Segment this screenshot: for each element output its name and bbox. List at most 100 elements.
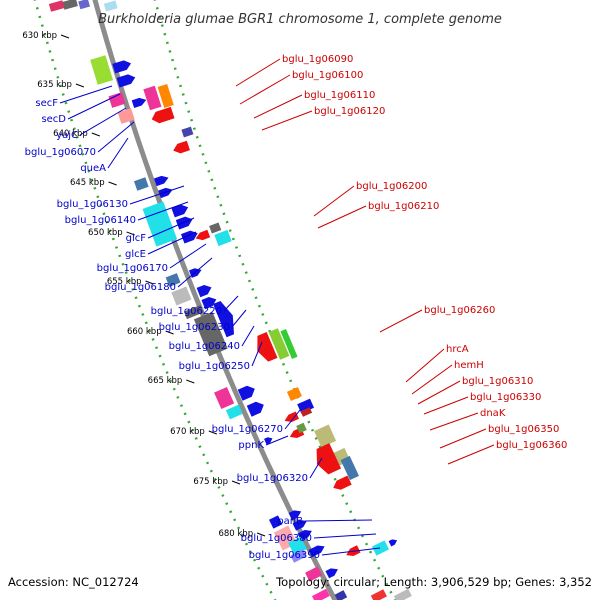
gene-feature <box>48 0 65 12</box>
kbp-tick-label: 655 kbp <box>107 277 142 287</box>
gene-arrow <box>116 74 136 88</box>
gene-label-left: bglu_1g06230 <box>159 322 230 333</box>
gene-label-left: bglu_1g06170 <box>97 263 168 274</box>
kbp-tick-label: 640 kbp <box>53 129 88 139</box>
gene-feature <box>370 589 387 600</box>
gene-label-left: bglu_1g06390 <box>249 550 320 561</box>
genome-summary-text: Topology: circular; Length: 3,906,529 bp… <box>275 575 592 589</box>
gene-label-right: bglu_1g06110 <box>304 90 375 101</box>
gene-label-left: bglu_1g06270 <box>212 424 283 435</box>
kbp-tick <box>256 532 266 537</box>
gene-feature <box>165 273 181 287</box>
leader-line <box>231 309 247 328</box>
gene-arrow <box>153 175 169 187</box>
gene-arrow <box>213 300 235 338</box>
leader-line <box>265 435 289 446</box>
kbp-tick <box>208 430 217 435</box>
kbp-tick <box>126 231 135 236</box>
gene-label-left: bglu_1g06320 <box>237 473 308 484</box>
leader-line <box>97 121 135 153</box>
kbp-tick-label: 650 kbp <box>88 228 123 238</box>
leader-line <box>313 185 355 217</box>
leader-line <box>439 428 487 449</box>
gene-arrow <box>201 296 217 310</box>
gene-arrow <box>195 229 211 241</box>
kbp-tick <box>186 379 195 384</box>
gene-label-left: bglu_1g06220 <box>151 306 222 317</box>
gene-arrow <box>388 539 398 547</box>
gene-arrow <box>264 437 273 445</box>
leader-line <box>147 217 195 239</box>
gene-feature <box>280 329 298 359</box>
kbp-tick-label: 645 kbp <box>70 178 105 188</box>
kbp-tick <box>231 480 241 485</box>
kbp-tick-label: 675 kbp <box>193 477 228 487</box>
gene-arrow <box>333 475 352 490</box>
gene-feature <box>117 108 135 124</box>
gene-arrow <box>112 60 132 74</box>
gene-arrow <box>325 568 338 579</box>
gene-arrow <box>284 411 300 423</box>
leader-line <box>239 74 291 105</box>
kbp-tick-label: 635 kbp <box>37 80 72 90</box>
gene-label-right: dnaK <box>480 408 506 419</box>
gene-arrow <box>196 284 212 298</box>
leader-line <box>417 380 461 405</box>
leader-line <box>79 107 127 136</box>
gene-feature <box>300 407 313 417</box>
leader-line <box>107 137 129 169</box>
gene-arrow <box>292 519 307 531</box>
gene-feature <box>334 590 348 600</box>
leader-line <box>137 201 189 221</box>
gene-label-left: panB <box>277 516 303 527</box>
gene-label-right: bglu_1g06120 <box>314 106 385 117</box>
gene-arrow <box>346 545 361 557</box>
gene-feature <box>103 0 118 12</box>
gene-arrow <box>246 401 264 417</box>
gene-label-right: bglu_1g06360 <box>496 440 567 451</box>
gene-feature <box>181 126 194 138</box>
kbp-tick <box>108 181 117 186</box>
leader-line <box>304 519 373 522</box>
leader-line <box>309 457 323 479</box>
kbp-tick <box>91 132 100 137</box>
inner-dotted-track <box>33 0 277 600</box>
leader-line <box>223 295 239 312</box>
gene-arrow <box>180 230 198 244</box>
gene-feature <box>372 540 389 556</box>
gene-label-right: hrcA <box>446 344 469 355</box>
leader-line <box>253 94 303 119</box>
gene-feature <box>305 566 323 582</box>
gene-arrow <box>257 331 278 362</box>
gene-label-right: bglu_1g06350 <box>488 424 559 435</box>
gene-feature <box>214 229 232 247</box>
gene-feature <box>269 515 283 529</box>
gene-label-right: bglu_1g06210 <box>368 201 439 212</box>
gene-feature <box>62 0 78 10</box>
kbp-tick-label: 660 kbp <box>127 327 162 337</box>
gene-arrow <box>175 216 193 230</box>
kbp-tick <box>165 330 174 335</box>
leader-line <box>261 110 313 131</box>
leader-line <box>284 409 301 430</box>
gene-feature <box>268 328 290 360</box>
gene-label-left: ppnK <box>238 440 264 451</box>
gene-label-left: secF <box>35 98 58 109</box>
gene-label-right: bglu_1g06200 <box>356 181 427 192</box>
gene-label-right: bglu_1g06090 <box>282 54 353 65</box>
gene-feature <box>314 424 337 448</box>
kbp-tick-label: 680 kbp <box>218 529 253 539</box>
kbp-tick-label: 670 kbp <box>170 427 205 437</box>
leader-line <box>59 85 113 104</box>
gene-feature <box>193 311 228 357</box>
leader-line <box>235 58 281 87</box>
genome-backbone <box>92 0 338 600</box>
gene-feature <box>209 222 222 234</box>
kbp-tick <box>145 280 154 285</box>
kbp-tick <box>60 34 70 39</box>
gene-feature <box>78 0 90 10</box>
leader-line <box>423 396 469 415</box>
feature-layer <box>48 0 412 600</box>
leader-line <box>405 348 445 383</box>
